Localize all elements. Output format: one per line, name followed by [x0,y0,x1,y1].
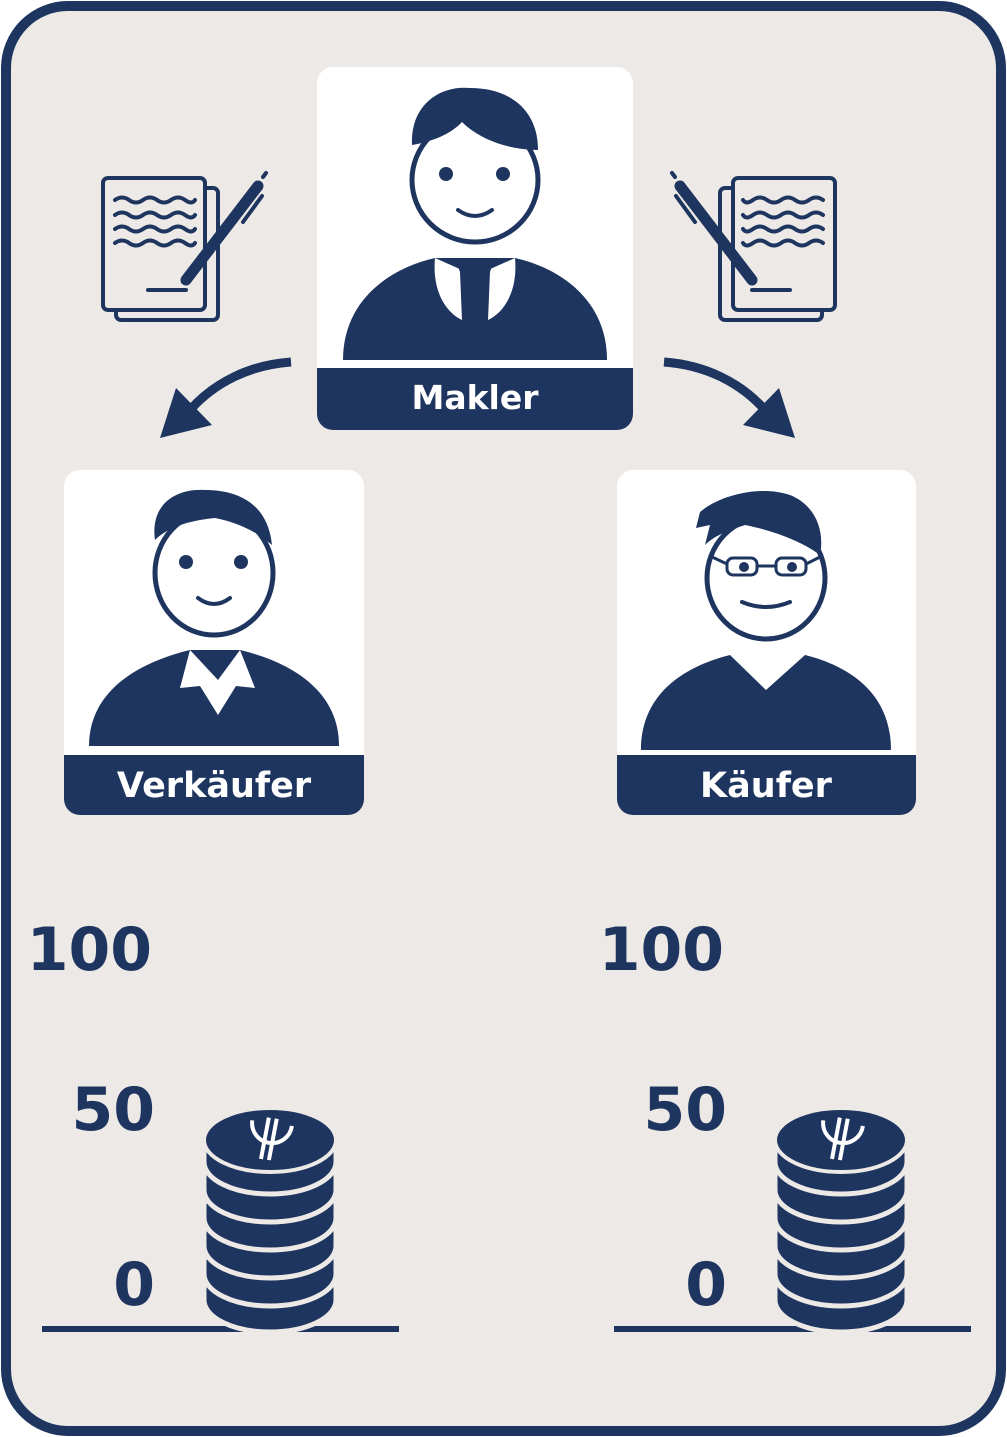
seller-avatar-icon [89,489,339,746]
broker-label: Makler [411,378,539,417]
arrow-to-buyer-icon [663,357,795,438]
coin-top [202,1106,338,1174]
contract-pen-icon [670,171,837,322]
scale-label-100: 100 [27,915,152,985]
broker-card: Makler [317,67,633,430]
scale-label-100: 100 [599,915,724,985]
baseline [614,1326,971,1332]
buyer-scale: 100 50 0 [599,915,971,1335]
baseline [42,1326,399,1332]
buyer-card: Käufer [617,470,916,815]
contract-pen-icon [101,171,268,322]
coin-top [773,1106,909,1174]
scale-label-0: 0 [685,1250,727,1320]
euro-coin-stack-icon [201,1106,339,1335]
scale-label-0: 0 [113,1250,155,1320]
buyer-avatar-icon [641,491,891,750]
seller-label: Verkäufer [117,766,312,806]
seller-scale: 100 50 0 [27,915,399,1335]
arrow-to-seller-icon [160,357,292,438]
broker-avatar-icon [343,87,607,360]
euro-icon [821,1117,865,1161]
euro-coin-stack-icon [772,1106,910,1335]
euro-icon [250,1117,294,1161]
scale-label-50: 50 [72,1075,156,1145]
buyer-label: Käufer [700,766,833,806]
scale-label-50: 50 [644,1075,728,1145]
seller-card: Verkäufer [64,470,364,815]
